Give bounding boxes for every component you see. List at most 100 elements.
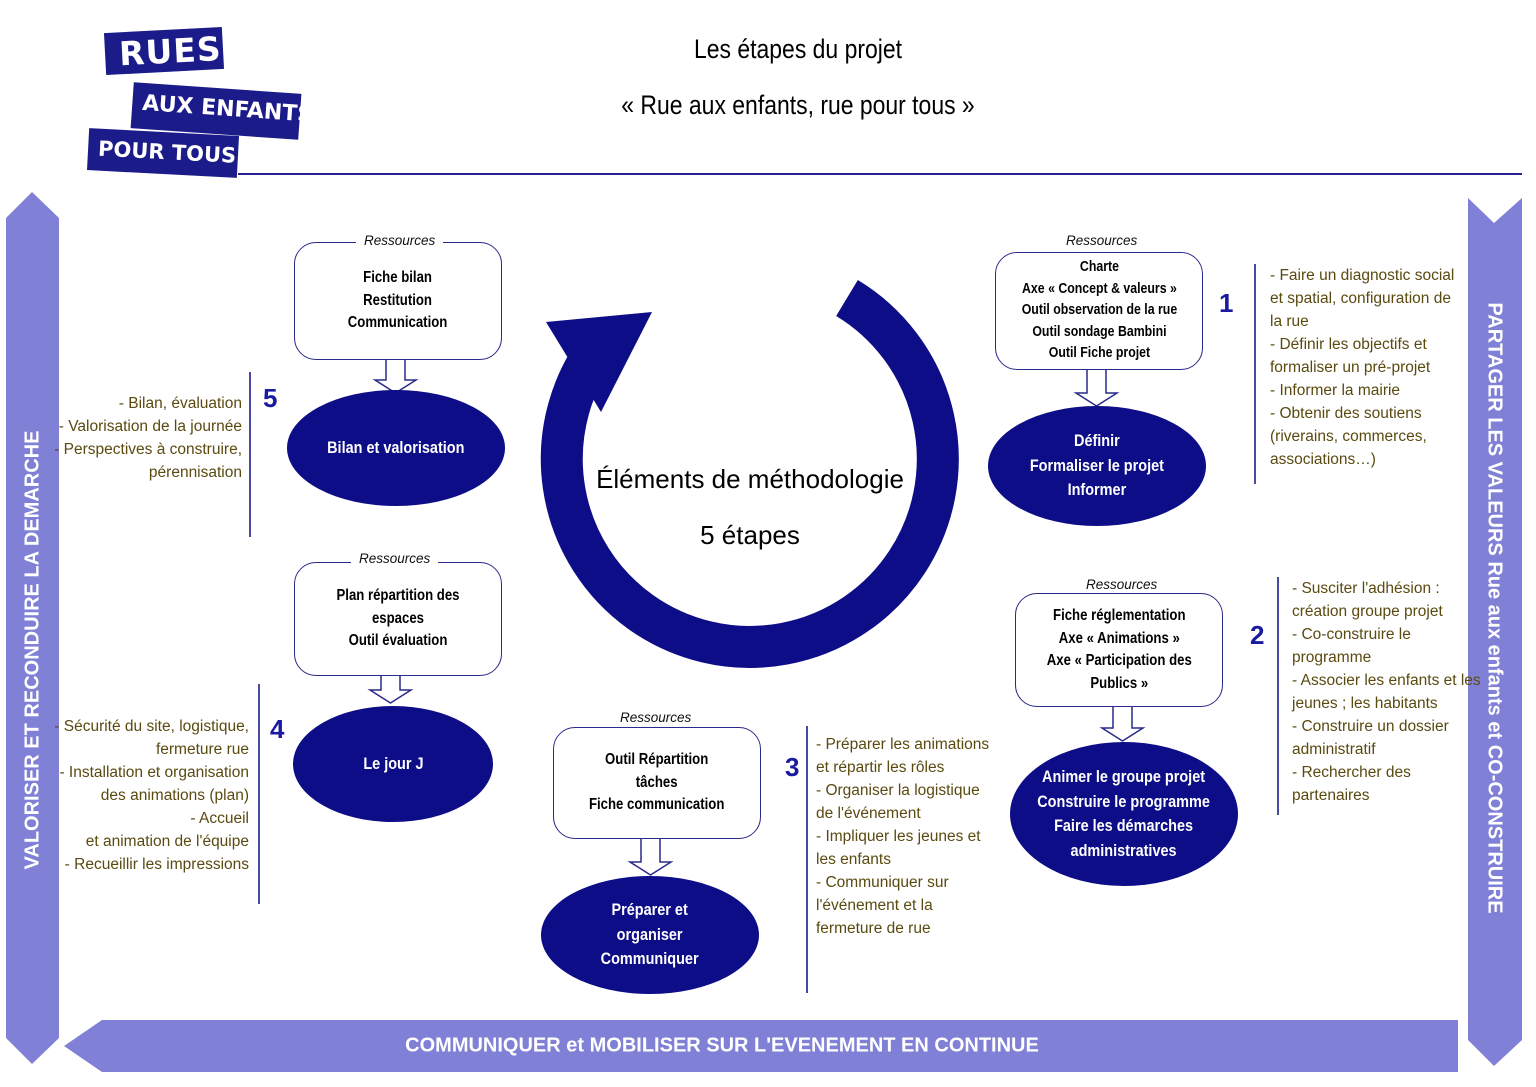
resource-item: Outil Répartition: [605, 751, 709, 769]
task-item: fermeture de rue: [816, 920, 931, 937]
resource-item: Fiche communication: [589, 796, 725, 814]
resources-label-2: Ressources: [1078, 577, 1166, 592]
task-item: - Rechercher des: [1292, 764, 1411, 781]
resource-item: Outil évaluation: [348, 632, 448, 650]
page-title-line1: Les étapes du projet: [694, 34, 902, 64]
step-ellipse-4: Le jour J: [293, 706, 493, 822]
task-item: (riverains, commerces,: [1270, 428, 1427, 445]
task-item: - Définir les objectifs et: [1270, 336, 1427, 353]
resources-box-5: Fiche bilan Restitution Communication: [294, 242, 502, 360]
task-item: - Construire un dossier: [1292, 718, 1449, 735]
task-item: - Informer la mairie: [1270, 382, 1401, 399]
task-item: jeunes ; les habitants: [1292, 695, 1438, 712]
resources-label-3: Ressources: [612, 710, 700, 725]
step-ellipse-1: Définir Formaliser le projet Informer: [988, 406, 1206, 526]
step-number-4: 4: [270, 714, 285, 744]
logo-text-pour-tous: POUR TOUS !: [97, 136, 254, 169]
center-subtitle: 5 étapes: [700, 520, 800, 550]
step-title-2: Animer le groupe projet Construire le pr…: [1037, 767, 1211, 860]
down-arrow-2: [1099, 700, 1146, 742]
task-item: et animation de l'équipe: [85, 833, 249, 850]
resources-box-2: Fiche réglementation Axe « Animations » …: [1015, 593, 1223, 707]
step-number-5: 5: [263, 383, 278, 413]
resources-label-5: Ressources: [356, 233, 444, 248]
logo-block-pour-tous: POUR TOUS !: [87, 128, 254, 178]
task-item: des animations (plan): [100, 787, 249, 804]
resource-item: Outil Fiche projet: [1048, 345, 1150, 362]
task-item: les enfants: [816, 851, 891, 868]
resource-item: Publics »: [1090, 674, 1148, 692]
resources-list-2: Fiche réglementation Axe « Animations » …: [1047, 605, 1192, 695]
resource-item: Communication: [348, 314, 448, 332]
resource-item: Outil observation de la rue: [1021, 302, 1177, 319]
task-item: création groupe projet: [1292, 603, 1443, 620]
task-item: - Faire un diagnostic social: [1270, 267, 1455, 284]
resource-item: Fiche réglementation: [1052, 607, 1186, 624]
resources-label-4: Ressources: [351, 551, 439, 566]
resource-item: Axe « Animations »: [1058, 629, 1180, 647]
resource-item: Outil sondage Bambini: [1031, 323, 1167, 340]
resources-list-3: Outil Répartition tâches Fiche communica…: [589, 749, 724, 817]
task-item: la rue: [1270, 313, 1309, 330]
task-item: - Bilan, évaluation: [118, 395, 242, 412]
task-item: partenaires: [1292, 787, 1370, 804]
task-item: - Organiser la logistique: [816, 782, 980, 799]
task-item: programme: [1292, 649, 1372, 666]
task-list-1: - Faire un diagnostic social et spatial,…: [1270, 264, 1454, 471]
task-item: associations…): [1270, 451, 1376, 468]
divider-5: [249, 372, 251, 537]
resource-item: Plan répartition des espaces: [336, 587, 460, 627]
task-list-3: - Préparer les animations et répartir le…: [816, 733, 989, 940]
task-item: - Accueil: [190, 810, 249, 827]
connector-arrows: [367, 351, 1146, 876]
task-item: - Installation et organisation: [59, 764, 249, 781]
task-item: - Préparer les animations: [816, 736, 990, 753]
task-item: - Valorisation de la journée: [58, 418, 242, 435]
resources-box-1: Charte Axe « Concept & valeurs » Outil o…: [995, 252, 1203, 370]
task-item: administratif: [1292, 741, 1376, 758]
cycle-arrow-head: [546, 312, 652, 412]
title-underline: [238, 173, 1522, 175]
divider-2: [1277, 577, 1279, 815]
task-list-4: - Sécurité du site, logistique, fermetur…: [54, 715, 249, 876]
step-ellipse-5: Bilan et valorisation: [287, 390, 505, 506]
step-number-2: 2: [1250, 620, 1265, 650]
resources-list-1: Charte Axe « Concept & valeurs » Outil o…: [1021, 257, 1176, 365]
step-ellipse-2: Animer le groupe projet Construire le pr…: [1010, 742, 1238, 886]
step-number-3: 3: [785, 752, 800, 782]
task-item: de l'événement: [816, 805, 921, 822]
down-arrow-3: [627, 834, 674, 876]
task-list-2: - Susciter l'adhésion : création groupe …: [1292, 577, 1481, 807]
step-ellipse-3: Préparer et organiser Communiquer: [541, 876, 759, 994]
task-item: - Sécurité du site, logistique,: [54, 718, 249, 735]
right-band-arrow: [1468, 198, 1522, 1066]
task-item: et spatial, configuration de: [1270, 290, 1451, 307]
step-title-5: Bilan et valorisation: [327, 437, 465, 457]
left-band-label: VALORISER ET RECONDUIRE LA DEMARCHE: [21, 430, 44, 870]
task-item: pérennisation: [148, 464, 242, 481]
resource-item: Restitution: [363, 291, 433, 309]
step-title-3: Préparer et organiser Communiquer: [601, 900, 699, 969]
resources-box-4: Plan répartition des espaces Outil évalu…: [294, 562, 502, 676]
divider-3: [806, 726, 808, 993]
task-item: fermeture rue: [155, 741, 249, 758]
task-item: - Perspectives à construire,: [54, 441, 242, 458]
down-arrow-1: [1073, 365, 1120, 407]
task-item: - Obtenir des soutiens: [1270, 405, 1422, 422]
step-title-4: Le jour J: [362, 753, 424, 773]
step-title-1: Définir Formaliser le projet Informer: [1029, 431, 1165, 500]
task-item: - Impliquer les jeunes et: [816, 828, 981, 845]
resource-item: Axe « Participation des: [1046, 652, 1192, 669]
resources-list-5: Fiche bilan Restitution Communication: [348, 267, 448, 335]
resource-item: tâches: [636, 773, 678, 791]
bottom-band-arrow: [64, 1020, 1458, 1072]
resources-box-3: Outil Répartition tâches Fiche communica…: [553, 727, 761, 839]
resource-item: Fiche bilan: [363, 269, 433, 287]
resource-item: Axe « Concept & valeurs »: [1021, 280, 1177, 297]
step-number-1: 1: [1219, 288, 1234, 318]
center-title: Éléments de méthodologie: [596, 464, 904, 494]
bottom-band-label: COMMUNIQUER et MOBILISER SUR L'EVENEMENT…: [405, 1034, 1039, 1057]
task-list-5: - Bilan, évaluation - Valorisation de la…: [54, 392, 242, 484]
right-band-label: PARTAGER LES VALEURS Rue aux enfants et …: [1483, 302, 1506, 914]
